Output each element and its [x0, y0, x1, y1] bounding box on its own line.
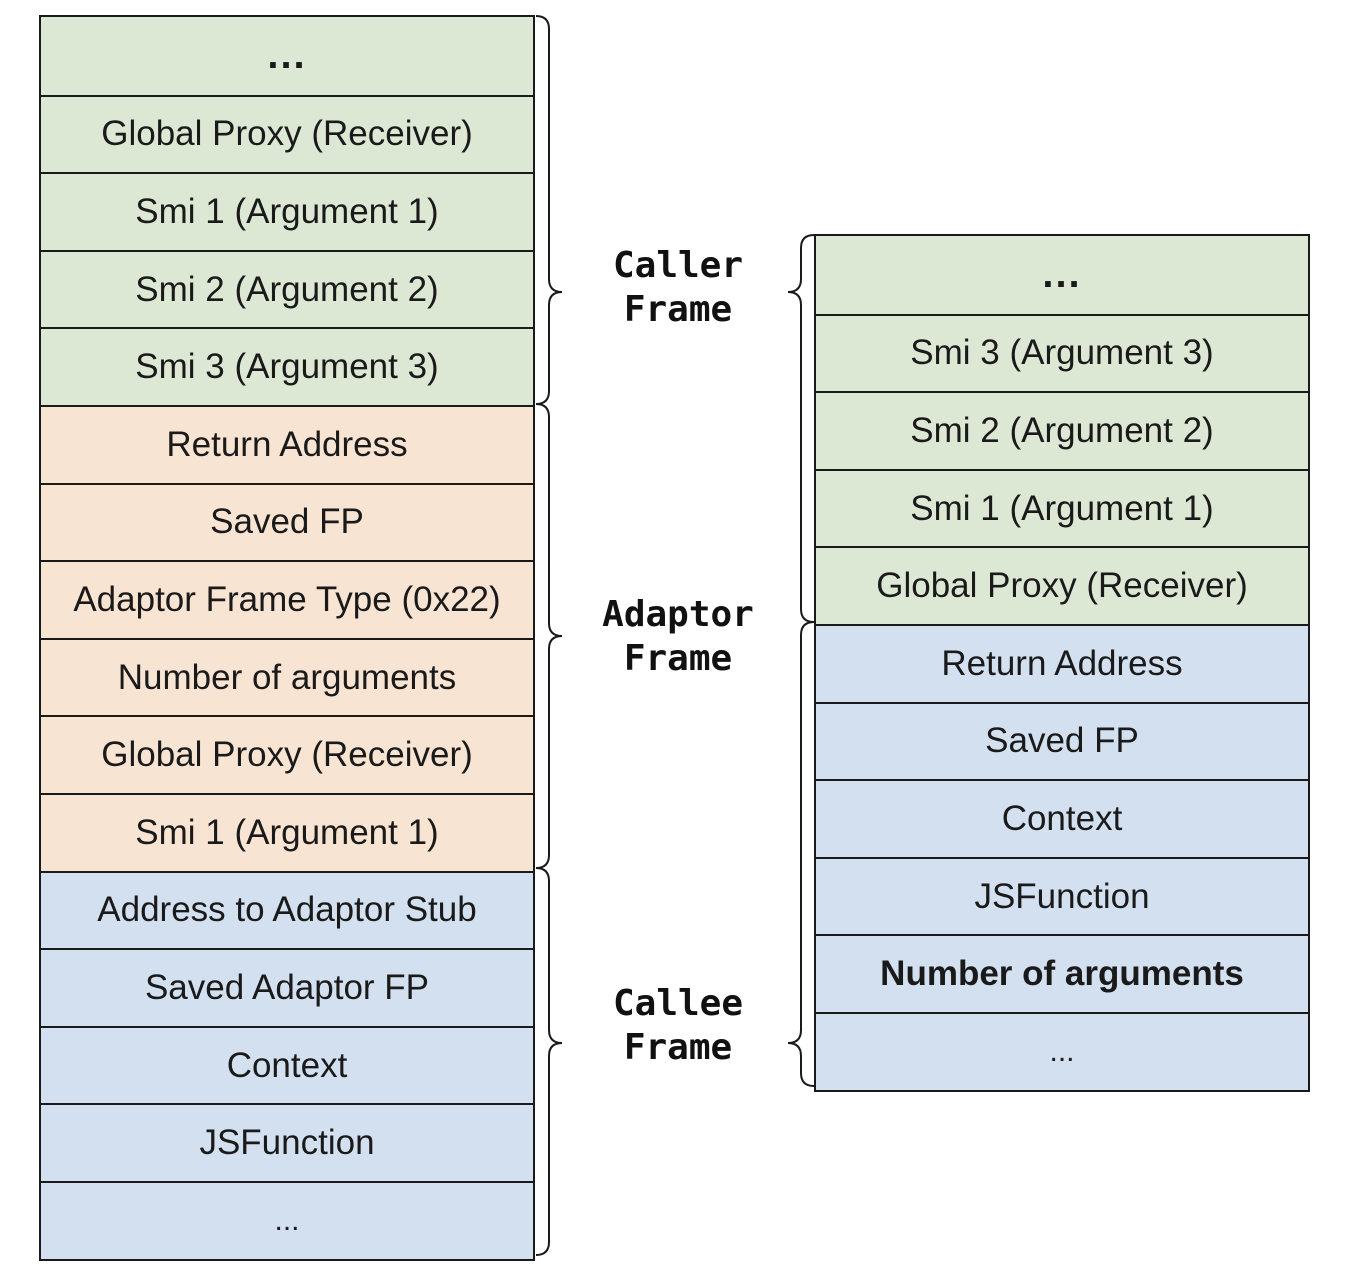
- right-cell-saved-fp: Saved FP: [816, 701, 1308, 780]
- left-cell-bottom-ellipsis: ...: [41, 1180, 533, 1259]
- adaptor-frame-left-brace: [535, 403, 563, 869]
- left-cell-adaptor-frame-type: Adaptor Frame Type (0x22): [41, 560, 533, 638]
- right-cell-smi-3: Smi 3 (Argument 3): [816, 313, 1308, 392]
- left-cell-adaptor-global-proxy: Global Proxy (Receiver): [41, 715, 533, 793]
- left-cell-address-to-adaptor-stub: Address to Adaptor Stub: [41, 870, 533, 949]
- caller-frame-left-brace: [535, 15, 563, 405]
- left-cell-jsfunction: JSFunction: [41, 1103, 533, 1181]
- right-cell-smi-1: Smi 1 (Argument 1): [816, 468, 1308, 547]
- left-cell-number-of-arguments: Number of arguments: [41, 637, 533, 716]
- callee-frame-right-brace: [787, 621, 815, 1087]
- right-cell-context: Context: [816, 779, 1308, 857]
- caller-frame-label-line2: Frame: [623, 289, 733, 330]
- right-cell-jsfunction: JSFunction: [816, 856, 1308, 935]
- left-cell-saved-fp: Saved FP: [41, 482, 533, 561]
- right-cell-ellipsis: ...: [816, 236, 1308, 314]
- caller-frame-label-line1: Caller: [612, 245, 744, 286]
- callee-frame-left-brace: [535, 867, 563, 1256]
- right-cell-bottom-ellipsis: ...: [816, 1011, 1308, 1090]
- adaptor-frame-label-line2: Frame: [623, 638, 733, 679]
- left-cell-return-address: Return Address: [41, 404, 533, 483]
- left-cell-adaptor-smi-1: Smi 1 (Argument 1): [41, 792, 533, 871]
- right-cell-smi-2: Smi 2 (Argument 2): [816, 391, 1308, 469]
- right-cell-global-proxy: Global Proxy (Receiver): [816, 546, 1308, 624]
- left-stack: ... Global Proxy (Receiver) Smi 1 (Argum…: [39, 15, 535, 1261]
- caller-frame-label: Caller Frame: [588, 244, 768, 332]
- right-cell-number-of-arguments: Number of arguments: [816, 934, 1308, 1012]
- callee-frame-label-line1: Callee: [612, 983, 744, 1024]
- left-cell-context: Context: [41, 1025, 533, 1104]
- left-cell-saved-adaptor-fp: Saved Adaptor FP: [41, 948, 533, 1026]
- left-cell-smi-1: Smi 1 (Argument 1): [41, 172, 533, 250]
- adaptor-frame-label-line1: Adaptor: [602, 594, 754, 635]
- left-cell-global-proxy: Global Proxy (Receiver): [41, 94, 533, 173]
- callee-frame-label-line2: Frame: [623, 1027, 733, 1068]
- callee-frame-label: Callee Frame: [588, 982, 768, 1070]
- left-cell-smi-3: Smi 3 (Argument 3): [41, 327, 533, 405]
- left-cell-smi-2: Smi 2 (Argument 2): [41, 249, 533, 328]
- adaptor-frame-label: Adaptor Frame: [588, 593, 768, 681]
- right-cell-return-address: Return Address: [816, 623, 1308, 702]
- right-stack: ... Smi 3 (Argument 3) Smi 2 (Argument 2…: [814, 234, 1310, 1092]
- caller-frame-right-brace: [787, 234, 815, 623]
- left-cell-ellipsis: ...: [41, 17, 533, 95]
